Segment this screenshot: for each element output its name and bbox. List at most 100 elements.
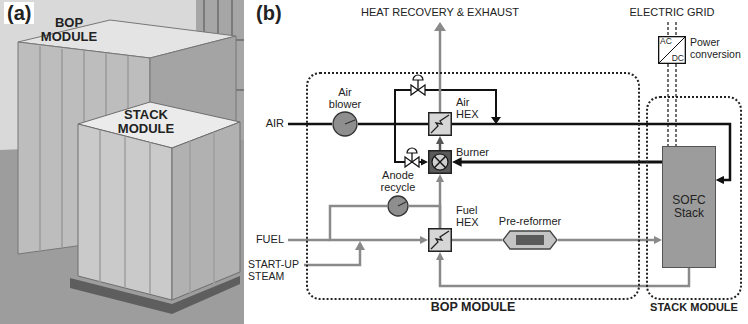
valve-actuator [413,75,423,80]
node-label: Burner [456,146,500,158]
node-label: Pre-reformer [494,215,566,227]
node-shape [428,150,452,174]
reformer-outline [503,231,557,249]
blower-blade [345,120,355,124]
burner-symbol: Burner [428,150,452,174]
node-label: AC [660,37,672,46]
flow-connector [452,157,662,167]
stack-panel-lines [100,130,214,294]
label: ELECTRIC GRID [624,6,720,18]
heat-exchanger: Fuel HEX [428,228,452,252]
hex-zigzag [431,231,449,249]
connector-line [409,206,440,228]
node-shape [502,230,558,250]
node-label: Power conversion [690,37,746,60]
node-shape [387,195,409,217]
burner-circle [432,154,448,170]
module-region: STACK MODULESOFC Stack [646,96,742,300]
bypass-valve-upper [411,75,425,95]
label: STACK MODULE [106,108,186,137]
grid-connection [668,22,676,36]
arrowhead [420,236,428,244]
arrowhead [716,176,724,184]
arrowhead [436,136,444,144]
node-shape [428,228,452,252]
node-label: Air HEX [456,96,490,120]
label: FUEL [250,233,284,245]
node-label: Air blower [323,86,367,110]
arrowhead [452,157,462,167]
stack-box: SOFC Stack [662,146,716,268]
pallet [70,276,240,314]
valve-body [411,85,418,95]
converter-diagonal [658,36,686,64]
fuel-inlet-line [288,239,330,242]
hex-zigzag [431,115,449,133]
flow-connector [409,206,440,228]
flow-connector [452,240,502,241]
blower-symbol: Air blower [332,111,358,137]
flow-connector [436,136,444,150]
burner-cross [434,156,445,167]
node-label: SOFC Stack [663,194,715,220]
blower-symbol: Anode recycle [387,195,409,217]
photo-background [0,0,244,324]
label: START-UP STEAM [248,259,302,282]
region-label: BOP MODULE [431,301,516,315]
node-shape [428,112,452,136]
blower-circle [333,112,357,136]
node-shape [332,111,358,137]
connector-line [440,258,689,286]
reformer-core [516,235,544,245]
flow-connector [330,206,428,244]
node-label: Fuel HEX [456,204,490,228]
panel-letter: (b) [256,2,282,24]
blower-circle [388,196,408,216]
steam-arrowhead [355,241,365,250]
flow-connector [436,252,689,286]
connector-line [558,239,656,242]
bypass-valve-lower [405,148,419,167]
connector-line [459,161,662,164]
valve-stem [411,153,412,162]
connector-line [452,239,502,242]
region-label: STACK MODULE [650,301,738,313]
hex-body [429,113,452,136]
steam-inlet-line [304,248,360,265]
arrowhead [654,236,662,244]
air-inlet-line [288,123,332,126]
converter-box: ACDCPower conversion [658,36,686,64]
bypass-join-arrowhead [491,117,501,124]
connector-line [330,206,422,240]
label: BOP MODULE [36,16,102,45]
blower-blade [398,202,406,206]
panel-letter: (a) [4,2,34,24]
arrowhead [436,252,444,260]
flow-connector [668,64,676,146]
arrowhead [716,177,723,184]
burner-body [429,151,452,174]
stack-cabinet-side [172,122,240,300]
valve-actuator [407,148,417,153]
exhaust-arrowhead [434,22,446,31]
reformer-symbol: Pre-reformer [502,230,558,250]
connector-line [667,64,668,146]
photo-illustration [0,0,244,324]
hex-body [429,229,452,252]
heat-exchanger: Air HEX [428,112,452,136]
connector-line [358,124,423,162]
converter-outline [659,37,686,64]
valve-body [418,85,425,95]
arrowhead [421,159,428,166]
label: AIR [250,117,284,129]
valve-body [412,157,419,167]
exhaust-line [439,30,442,112]
label: HEAT RECOVERY & EXHAUST [350,6,530,18]
valve-body [405,157,412,167]
node-label: Anode recycle [373,169,423,193]
connector-line [675,64,676,146]
valve-stem [417,80,418,90]
